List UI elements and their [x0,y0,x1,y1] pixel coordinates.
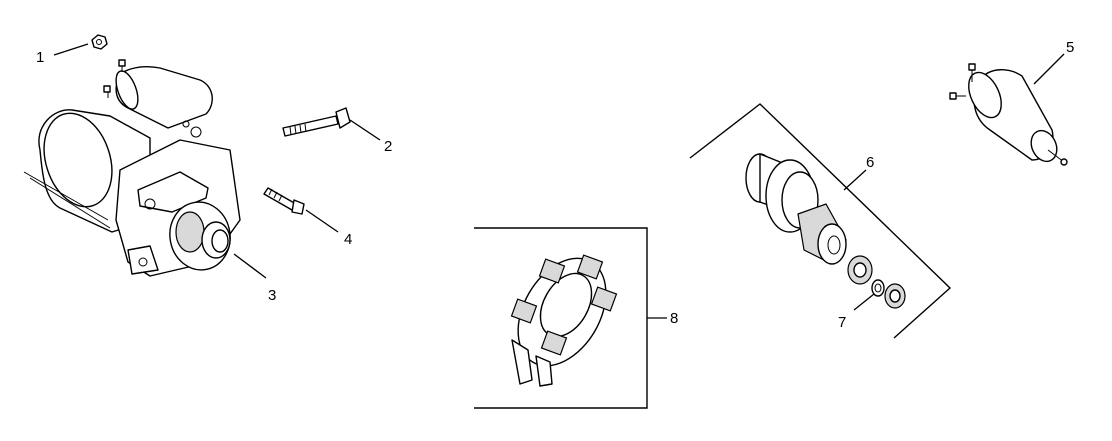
part-8-brush-holder[interactable] [500,243,624,387]
part-7-washer-retainer[interactable] [847,255,906,309]
callout-2: 2 [384,138,392,155]
part-1-nut[interactable] [91,34,108,50]
part-6-drive-clutch[interactable] [745,153,847,265]
part-4-short-bolt[interactable] [263,187,305,215]
leader-2 [349,119,381,141]
bracket-6 [689,103,952,339]
callout-5: 5 [1066,39,1074,56]
callout-7: 7 [838,314,846,331]
callout-1: 1 [36,49,44,66]
leader-4 [305,209,339,233]
callout-6: 6 [866,154,874,171]
part-3-starter-motor[interactable] [23,59,241,277]
leader-5 [1033,53,1065,85]
leader-7 [853,293,875,311]
leader-1 [53,43,89,56]
callout-8: 8 [670,310,678,327]
callout-3: 3 [268,287,276,304]
leader-6 [843,169,867,191]
part-5-solenoid[interactable] [949,63,1068,166]
leader-3 [233,253,267,279]
part-2-long-bolt[interactable] [282,107,351,137]
callout-4: 4 [344,231,352,248]
